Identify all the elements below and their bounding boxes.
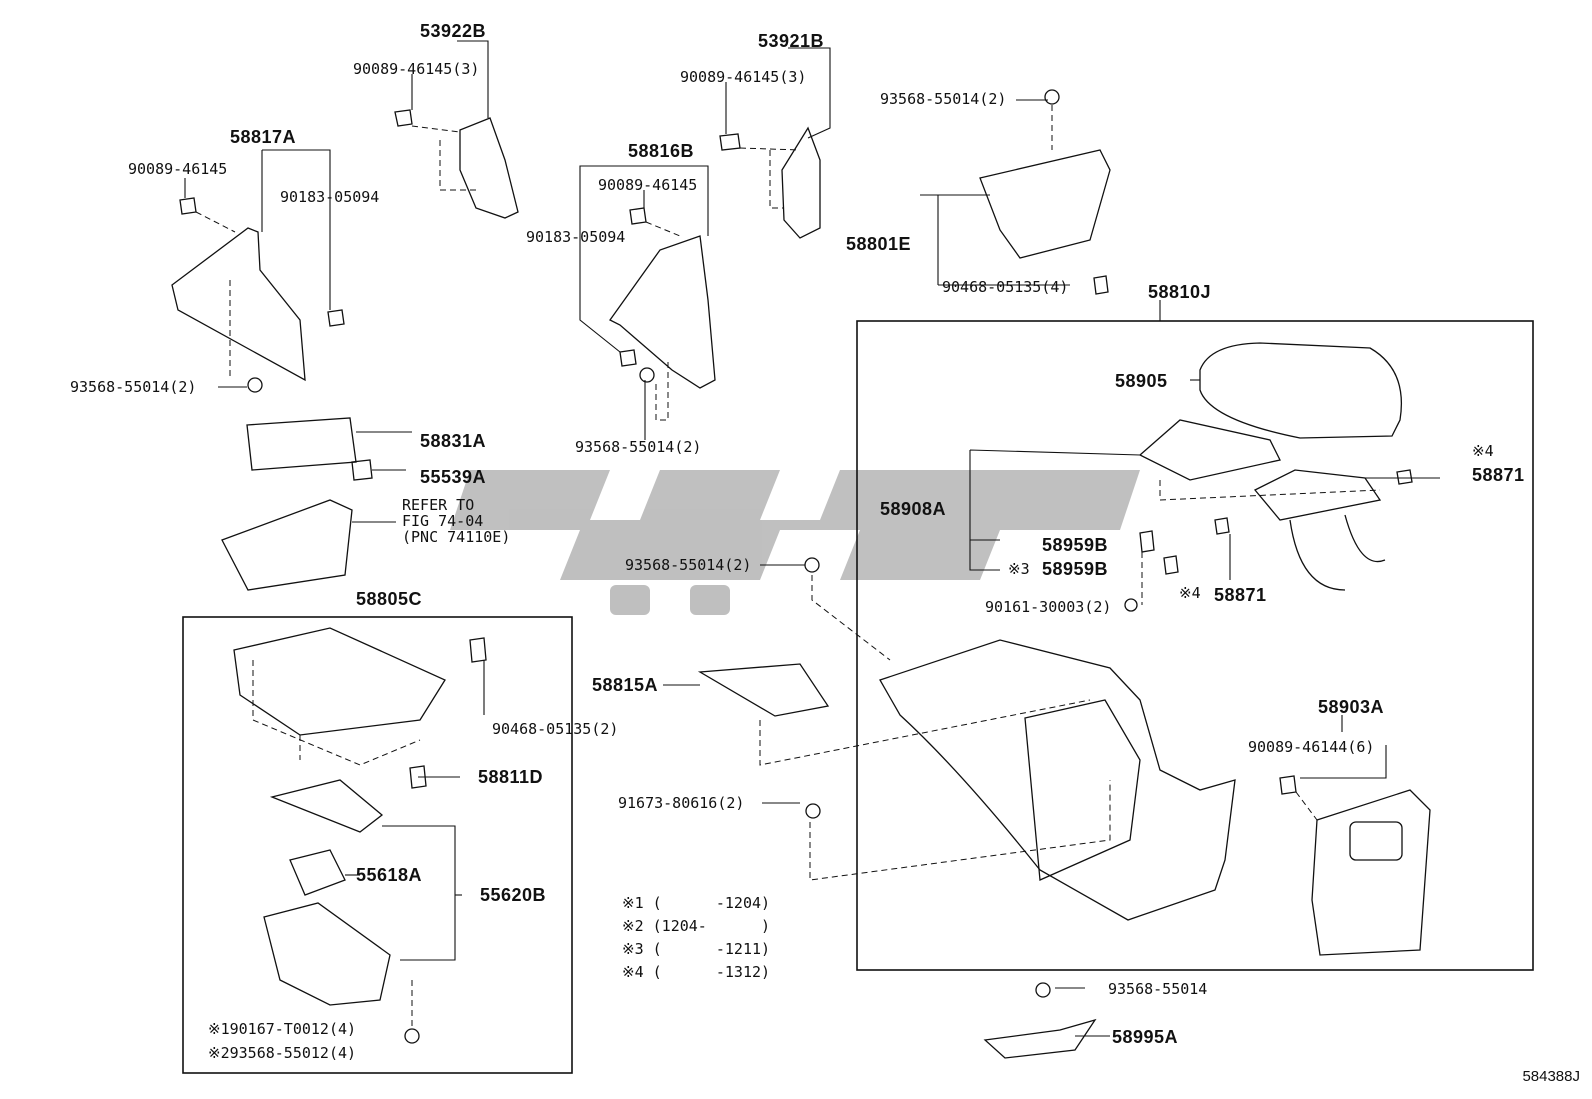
part-label: 55618A [356, 865, 423, 885]
part-label: ※190167-T0012(4) [208, 1020, 357, 1038]
part-label: 91673-80616(2) [618, 794, 745, 812]
leader-lines [184, 40, 1440, 1037]
part-label: 53922B [420, 21, 487, 41]
part-label: 58810J [1148, 282, 1212, 302]
part-drawings [171, 89, 1431, 1059]
part-label: 58995A [1112, 1027, 1179, 1047]
part-label: ※293568-55012(4) [208, 1044, 357, 1062]
part-label: 90089-46145 [598, 176, 698, 194]
part-label: REFER TO [402, 496, 475, 514]
legend-note-1: ※1 ( -1204) [622, 894, 771, 912]
part-label: 58871 [1472, 465, 1525, 485]
part-label: 55539A [420, 467, 487, 487]
part-label: 90161-30003(2) [985, 598, 1112, 616]
part-label: ※4 [1179, 584, 1201, 602]
part-label: 58905 [1115, 371, 1168, 391]
part-label: 58817A [230, 127, 297, 147]
part-label: ※4 [1472, 442, 1494, 460]
part-label: 58811D [478, 767, 544, 787]
part-label: 58871 [1214, 585, 1267, 605]
part-label: 93568-55014 [1108, 980, 1208, 998]
part-label: 58831A [420, 431, 487, 451]
part-label: 58815A [592, 675, 659, 695]
part-label: 58959B [1042, 559, 1109, 579]
part-label: 58816B [628, 141, 695, 161]
part-label: 58908A [880, 499, 947, 519]
part-label: 90468-05135(2) [492, 720, 619, 738]
legend-note-2: ※2 (1204- ) [622, 917, 771, 935]
group-box-58805C [182, 616, 573, 1074]
part-label: (PNC 74110E) [402, 528, 511, 546]
part-label: 90089-46145 [128, 160, 228, 178]
part-label: 90183-05094 [280, 188, 380, 206]
part-label: ※3 [1008, 560, 1030, 578]
part-label: 90089-46145(3) [680, 68, 807, 86]
part-label: FIG 74-04 [402, 512, 484, 530]
part-label: 90468-05135(4) [942, 278, 1069, 296]
legend: ※1 ( -1204) ※2 (1204- ) ※3 ( -1211) ※4 (… [622, 892, 770, 984]
part-label: 93568-55014(2) [880, 90, 1007, 108]
figure-code: 584388J [1522, 1068, 1580, 1085]
part-label: 93568-55014(2) [625, 556, 752, 574]
part-label: 58805C [356, 589, 423, 609]
part-label: 90089-46145(3) [353, 60, 480, 78]
part-label: 58903A [1318, 697, 1385, 717]
part-label: 90089-46144(6) [1248, 738, 1375, 756]
dashed-guide-lines [195, 105, 1381, 1030]
part-label: 58801E [846, 234, 912, 254]
legend-note-3: ※3 ( -1211) [622, 940, 771, 958]
part-label: 90183-05094 [526, 228, 626, 246]
legend-note-4: ※4 ( -1312) [622, 963, 771, 981]
part-label: 93568-55014(2) [575, 438, 702, 456]
part-label: 53921B [758, 31, 825, 51]
watermark-logo [450, 470, 1140, 615]
group-box-58810J [856, 320, 1534, 971]
part-label: 93568-55014(2) [70, 378, 197, 396]
part-label: 58959B [1042, 535, 1109, 555]
part-label: 55620B [480, 885, 547, 905]
